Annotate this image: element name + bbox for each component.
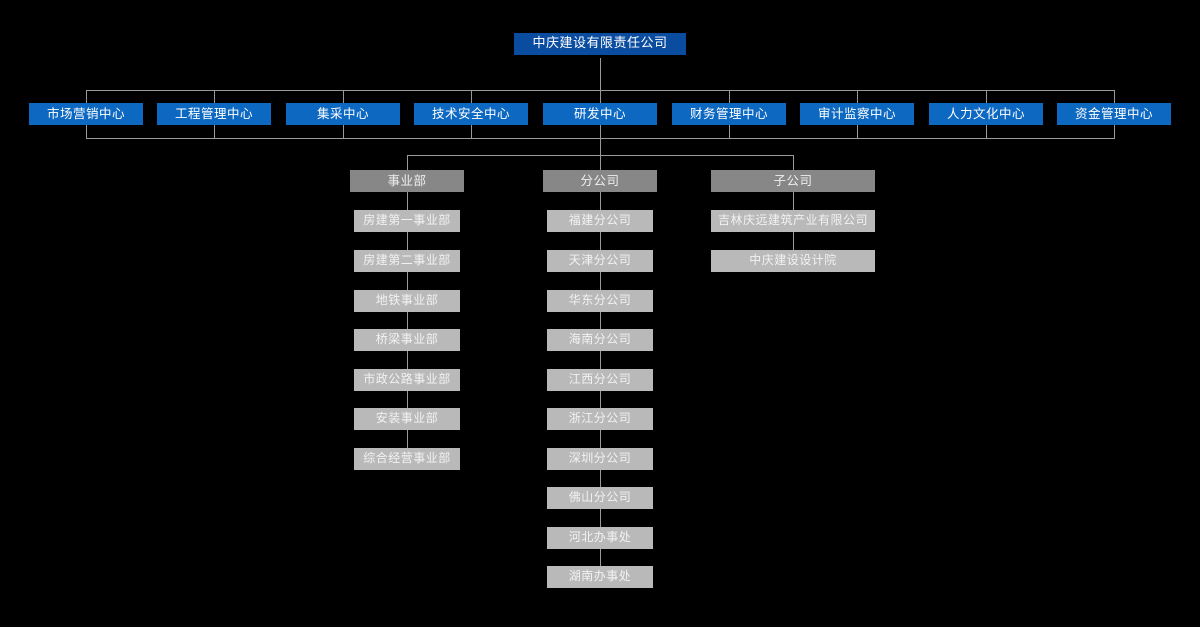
connector-group-1-chain-1 [407,192,408,210]
department-node-fund-management-center[interactable]: 资金管理中心 [1057,103,1171,125]
group-3-member-node[interactable]: 中庆建设设计院 [711,250,875,272]
connector-rise-dept-8 [986,125,987,138]
connector-rise-dept-2 [214,125,215,138]
connector-group-1-chain-4 [407,311,408,329]
group-1-member-node[interactable]: 房建第二事业部 [354,250,460,272]
group-2-member-node[interactable]: 浙江分公司 [547,408,653,430]
group-2-member-node[interactable]: 天津分公司 [547,250,653,272]
connector-rise-dept-1 [86,125,87,138]
connector-group-3-chain-1 [793,192,794,210]
connector-group-1-chain-3 [407,271,408,290]
group-2-member-node[interactable]: 佛山分公司 [547,487,653,509]
department-node-audit-supervision-center[interactable]: 审计监察中心 [800,103,914,125]
department-node-centralized-procurement-center[interactable]: 集采中心 [286,103,400,125]
group-1-member-node[interactable]: 综合经营事业部 [354,448,460,470]
group-1-member-node[interactable]: 地铁事业部 [354,290,460,312]
connector-group-3-chain-2 [793,232,794,250]
connector-drop-dept-1 [86,90,87,103]
connector-drop-group-2 [600,155,601,170]
group-3-member-node[interactable]: 吉林庆远建筑产业有限公司 [711,210,875,232]
connector-drop-group-3 [793,155,794,170]
connector-rise-dept-7 [857,125,858,138]
department-node-rnd-center[interactable]: 研发中心 [543,103,657,125]
connector-group-2-chain-4 [600,311,601,329]
connector-group-1-chain-2 [407,232,408,250]
group-2-member-node[interactable]: 江西分公司 [547,369,653,391]
department-node-engineering-management-center[interactable]: 工程管理中心 [157,103,271,125]
department-node-market-marketing-center[interactable]: 市场营销中心 [29,103,143,125]
group-2-member-node[interactable]: 福建分公司 [547,210,653,232]
connector-drop-dept-7 [857,90,858,103]
connector-rise-dept-5 [600,125,601,138]
connector-group-2-chain-7 [600,429,601,448]
group-1-member-node[interactable]: 安装事业部 [354,408,460,430]
department-node-human-resources-culture-center[interactable]: 人力文化中心 [929,103,1043,125]
group-1-member-node[interactable]: 房建第一事业部 [354,210,460,232]
connector-group-2-chain-1 [600,192,601,210]
connector-group-2-chain-9 [600,508,601,527]
department-node-finance-management-center[interactable]: 财务管理中心 [672,103,786,125]
connector-group-2-chain-6 [600,390,601,408]
connector-drop-dept-2 [214,90,215,103]
connector-group-2-chain-3 [600,271,601,290]
root-node[interactable]: 中庆建设有限责任公司 [514,33,686,55]
group-header-subsidiaries[interactable]: 子公司 [711,170,875,192]
group-2-member-node[interactable]: 河北办事处 [547,527,653,549]
group-1-member-node[interactable]: 桥梁事业部 [354,329,460,351]
connector-root-trunk [600,58,601,90]
connector-group-1-chain-6 [407,390,408,408]
connector-rise-dept-6 [729,125,730,138]
connector-rise-dept-4 [471,125,472,138]
connector-group-1-chain-7 [407,429,408,448]
connector-drop-dept-5 [600,90,601,103]
connector-group-2-chain-10 [600,548,601,566]
group-2-member-node[interactable]: 海南分公司 [547,329,653,351]
group-1-member-node[interactable]: 市政公路事业部 [354,369,460,391]
connector-drop-dept-9 [1114,90,1115,103]
group-header-branch-companies[interactable]: 分公司 [543,170,657,192]
connector-drop-dept-6 [729,90,730,103]
connector-drop-dept-4 [471,90,472,103]
department-node-technology-safety-center[interactable]: 技术安全中心 [414,103,528,125]
connector-groups-trunk [600,138,601,170]
connector-group-2-chain-8 [600,469,601,487]
connector-drop-group-1 [407,155,408,170]
group-2-member-node[interactable]: 湖南办事处 [547,566,653,588]
connector-group-1-chain-5 [407,350,408,369]
connector-drop-dept-3 [343,90,344,103]
connector-drop-dept-8 [986,90,987,103]
connector-group-2-chain-5 [600,350,601,369]
connector-rise-dept-9 [1114,125,1115,138]
connector-group-2-chain-2 [600,232,601,250]
group-2-member-node[interactable]: 深圳分公司 [547,448,653,470]
connector-rise-dept-3 [343,125,344,138]
group-2-member-node[interactable]: 华东分公司 [547,290,653,312]
group-header-business-divisions[interactable]: 事业部 [350,170,464,192]
